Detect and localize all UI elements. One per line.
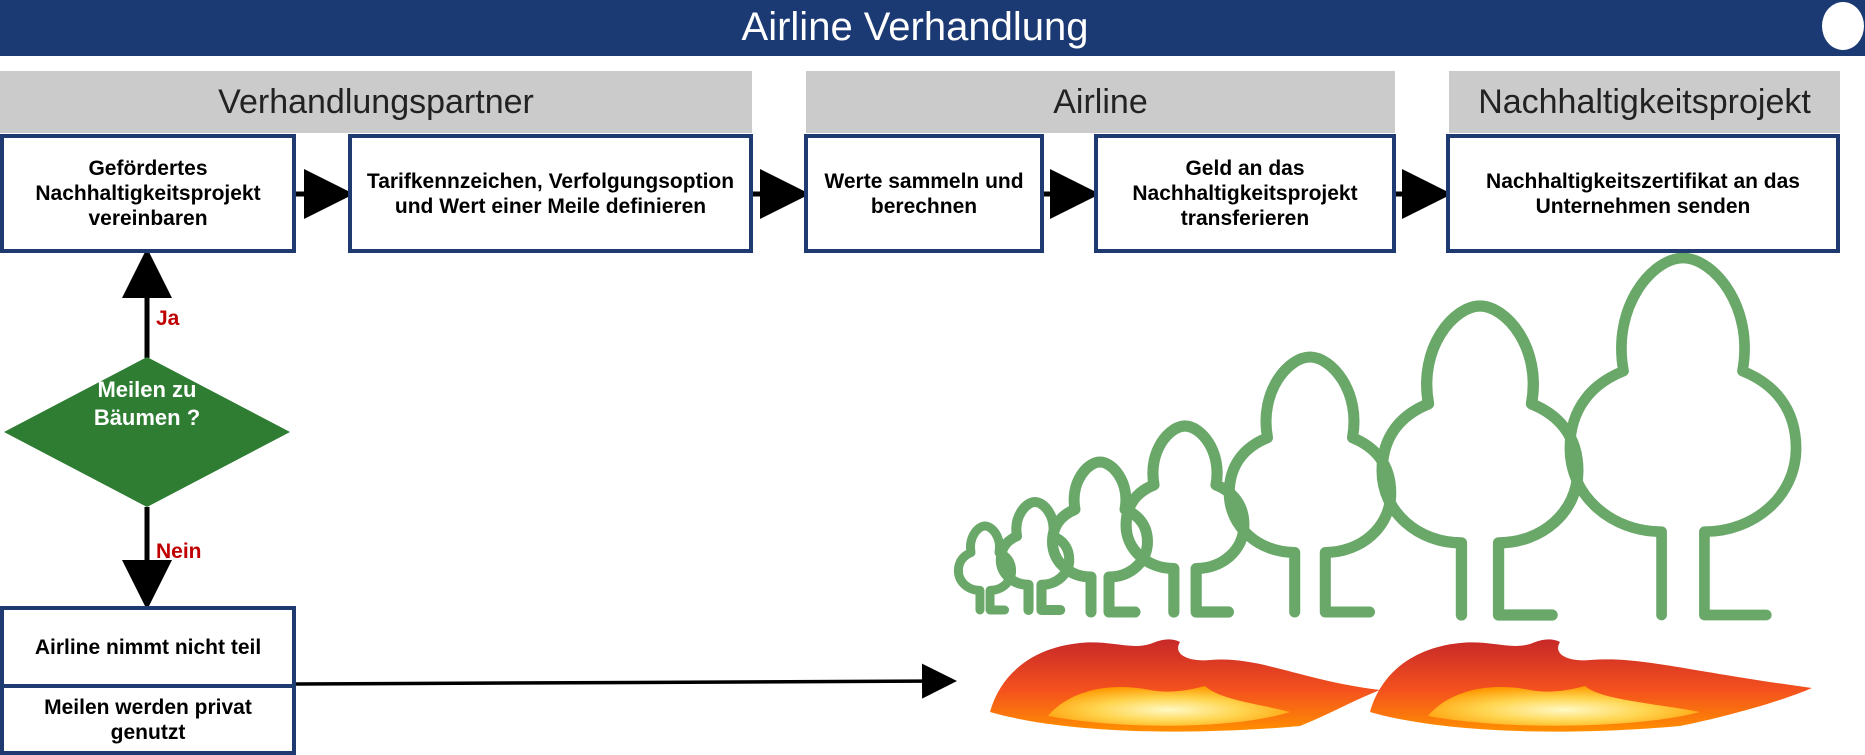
decision-yes-label: Ja bbox=[156, 307, 180, 330]
decision-diamond bbox=[4, 357, 290, 507]
alt-airline-nimmt-nicht-teil: Airline nimmt nicht teil bbox=[0, 606, 296, 688]
decision-label: Meilen zu Bäumen ? bbox=[93, 377, 201, 430]
alt-meilen-privat-genutzt: Meilen werden privat genutzt bbox=[0, 684, 296, 755]
page-title: Airline Verhandlung bbox=[741, 5, 1089, 49]
lane-airline: Airline bbox=[806, 71, 1395, 133]
step-projekt-vereinbaren: Gefördertes Nachhaltigkeitsprojekt verei… bbox=[0, 134, 296, 253]
circle-icon bbox=[1820, 0, 1865, 52]
step-tarif-definieren: Tarifkennzeichen, Verfolgungsoption und … bbox=[348, 134, 753, 253]
step-zertifikat-senden: Nachhaltigkeitszertifikat an das Unterne… bbox=[1446, 134, 1840, 253]
fire-icon bbox=[990, 639, 1812, 732]
step-werte-sammeln: Werte sammeln und berechnen bbox=[804, 134, 1044, 253]
lane-nachhaltigkeitsprojekt: Nachhaltigkeitsprojekt bbox=[1449, 71, 1840, 133]
decision-no-label: Nein bbox=[156, 540, 202, 563]
title-bar bbox=[0, 0, 1865, 56]
tree-outline-icon bbox=[953, 252, 1802, 621]
arrow-to-fire bbox=[295, 663, 957, 699]
step-geld-transferieren: Geld an das Nachhaltigkeitsprojekt trans… bbox=[1094, 134, 1396, 253]
lane-verhandlungspartner: Verhandlungspartner bbox=[0, 71, 752, 133]
